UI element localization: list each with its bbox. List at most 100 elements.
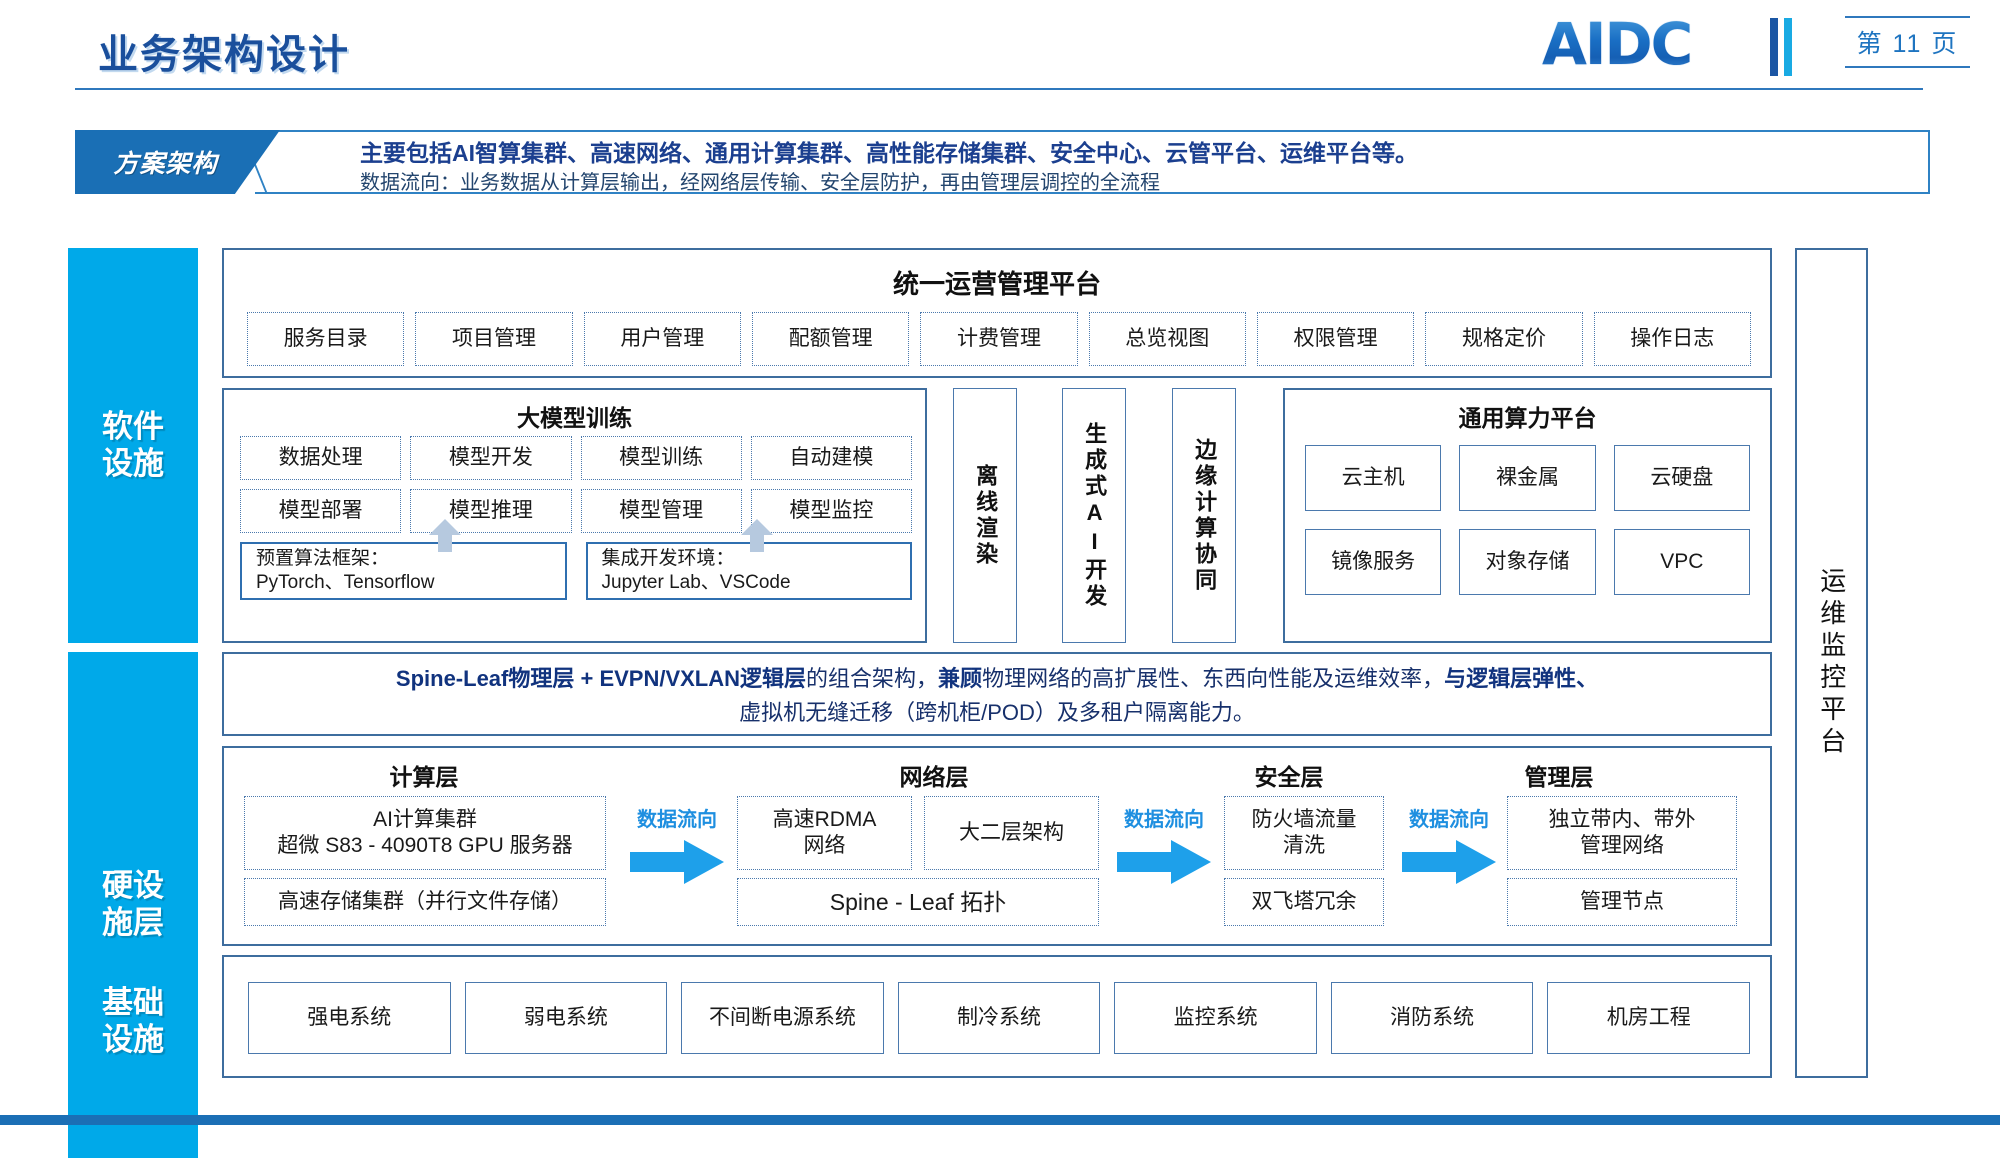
platform-module-row: 服务目录 项目管理 用户管理 配额管理 计费管理 总览视图 权限管理 规格定价 … bbox=[247, 312, 1751, 366]
flow-label-3: 数据流向 bbox=[1409, 809, 1489, 831]
hw-ai-cluster-box[interactable]: AI计算集群 超微 S83 - 4090T8 GPU 服务器 bbox=[244, 796, 606, 870]
hw-col-title-management: 管理层 bbox=[1524, 764, 1594, 790]
model-training-title: 大模型训练 bbox=[517, 405, 632, 431]
page-number-bottom-rule bbox=[1845, 66, 1970, 68]
net-line-2: 虚拟机无缝迁移（跨机柜/POD）及多租户隔离能力。 bbox=[739, 700, 1255, 726]
framework-note-line1: 预置算法框架： bbox=[256, 548, 390, 570]
banner-tag: 方案架构 bbox=[75, 130, 280, 194]
platform-module[interactable]: 配额管理 bbox=[751, 312, 910, 366]
page-number-top-rule bbox=[1845, 16, 1970, 18]
page-title: 业务架构设计 bbox=[98, 33, 350, 77]
up-arrow-icon bbox=[429, 519, 461, 552]
hw-mgmt-network-box[interactable]: 独立带内、带外 管理网络 bbox=[1507, 796, 1737, 870]
ide-note-line2: Jupyter Lab、VSCode bbox=[601, 572, 791, 593]
framework-note: 预置算法框架： PyTorch、Tensorflow bbox=[240, 542, 567, 600]
layer-label-software: 软件设施 bbox=[68, 248, 198, 643]
hw-col-title-compute: 计算层 bbox=[389, 764, 459, 790]
infra-item[interactable]: 消防系统 bbox=[1330, 982, 1534, 1054]
general-compute-grid: 云主机 裸金属 云硬盘 镜像服务 对象存储 VPC bbox=[1305, 445, 1750, 595]
general-compute-title: 通用算力平台 bbox=[1458, 405, 1597, 431]
network-summary-panel: Spine-Leaf物理层 + EVPN/VXLAN逻辑层的组合架构，兼顾物理网… bbox=[222, 652, 1772, 736]
aidc-logo: AIDC bbox=[1542, 10, 1693, 78]
logo-bar-dark-icon bbox=[1770, 18, 1778, 76]
infra-item[interactable]: 监控系统 bbox=[1114, 982, 1317, 1054]
platform-module[interactable]: 用户管理 bbox=[583, 312, 741, 366]
hw-firewall-box[interactable]: 防火墙流量 清洗 bbox=[1224, 796, 1384, 870]
flow-indicator-1: 数据流向 bbox=[622, 803, 732, 893]
service-genai-dev[interactable]: 生成式AI开发 bbox=[1062, 388, 1126, 643]
hw-mgmt-node-box[interactable]: 管理节点 bbox=[1507, 878, 1737, 926]
infrastructure-panel: 强电系统 弱电系统 不间断电源系统 制冷系统 监控系统 消防系统 机房工程 bbox=[222, 955, 1772, 1078]
infra-item[interactable]: 机房工程 bbox=[1547, 982, 1751, 1054]
unified-platform-panel: 统一运营管理平台 服务目录 项目管理 用户管理 配额管理 计费管理 总览视图 权… bbox=[222, 248, 1772, 378]
flow-label-2: 数据流向 bbox=[1124, 809, 1204, 831]
training-item[interactable]: 模型部署 bbox=[240, 489, 402, 533]
hw-spine-leaf-box[interactable]: Spine - Leaf 拓扑 bbox=[737, 878, 1099, 926]
flow-indicator-3: 数据流向 bbox=[1394, 803, 1504, 893]
compute-item[interactable]: 镜像服务 bbox=[1305, 529, 1442, 595]
compute-item[interactable]: 云硬盘 bbox=[1613, 445, 1750, 511]
general-compute-panel: 通用算力平台 云主机 裸金属 云硬盘 镜像服务 对象存储 VPC bbox=[1283, 388, 1772, 643]
flow-label-1: 数据流向 bbox=[637, 809, 717, 831]
platform-module[interactable]: 权限管理 bbox=[1256, 312, 1415, 366]
hw-storage-cluster-box[interactable]: 高速存储集群（并行文件存储） bbox=[244, 878, 606, 926]
compute-item[interactable]: 对象存储 bbox=[1459, 529, 1596, 595]
ops-monitoring-label: 运维监控平台 bbox=[1816, 567, 1847, 759]
training-item[interactable]: 自动建模 bbox=[750, 436, 912, 480]
logo-bar-light-icon bbox=[1784, 18, 1792, 76]
infra-item[interactable]: 不间断电源系统 bbox=[681, 982, 884, 1054]
layer-label-infrastructure-text: 基础设施 bbox=[102, 984, 164, 1057]
training-item[interactable]: 模型监控 bbox=[750, 489, 912, 533]
training-item[interactable]: 模型管理 bbox=[580, 489, 742, 533]
hw-rdma-box[interactable]: 高速RDMA 网络 bbox=[737, 796, 912, 870]
arrow-right-icon bbox=[1402, 840, 1496, 884]
infra-item[interactable]: 制冷系统 bbox=[897, 982, 1101, 1054]
ops-monitoring-column: 运维监控平台 bbox=[1795, 248, 1868, 1078]
hw-col-title-network: 网络层 bbox=[899, 764, 969, 790]
training-item[interactable]: 模型推理 bbox=[410, 489, 572, 533]
compute-item[interactable]: 云主机 bbox=[1305, 445, 1442, 511]
page-header: 业务架构设计 AIDC 第 11 页 bbox=[0, 0, 2000, 108]
ide-note: 集成开发环境： Jupyter Lab、VSCode bbox=[585, 542, 912, 600]
model-training-panel: 大模型训练 数据处理 模型开发 模型训练 自动建模 模型部署 模型推理 模型管理… bbox=[222, 388, 927, 643]
infra-item[interactable]: 弱电系统 bbox=[464, 982, 668, 1054]
banner-frame bbox=[255, 130, 1930, 194]
platform-module[interactable]: 计费管理 bbox=[920, 312, 1078, 366]
net-strong-1: Spine-Leaf物理层 + EVPN/VXLAN逻辑层 bbox=[395, 666, 807, 691]
platform-module[interactable]: 服务目录 bbox=[247, 312, 405, 366]
infra-item[interactable]: 强电系统 bbox=[248, 982, 451, 1054]
banner-tag-label: 方案架构 bbox=[113, 150, 218, 178]
service-edge-compute[interactable]: 边缘计算协同 bbox=[1172, 388, 1236, 643]
training-grid: 数据处理 模型开发 模型训练 自动建模 模型部署 模型推理 模型管理 模型监控 … bbox=[240, 436, 912, 600]
platform-module[interactable]: 总览视图 bbox=[1088, 312, 1246, 366]
hw-l2-fabric-box[interactable]: 大二层架构 bbox=[924, 796, 1099, 870]
platform-module[interactable]: 规格定价 bbox=[1425, 312, 1583, 366]
network-summary-text: Spine-Leaf物理层 + EVPN/VXLAN逻辑层的组合架构，兼顾物理网… bbox=[224, 654, 1770, 738]
hw-fortinet-redundancy-box[interactable]: 双飞塔冗余 bbox=[1224, 878, 1384, 926]
layer-label-infrastructure: 基础设施 bbox=[68, 965, 198, 1078]
ide-note-line1: 集成开发环境： bbox=[601, 548, 735, 570]
arrow-right-icon bbox=[1117, 840, 1211, 884]
arrow-right-icon bbox=[630, 840, 724, 884]
unified-platform-title: 统一运营管理平台 bbox=[892, 269, 1101, 299]
banner-line-1: 主要包括AI智算集群、高速网络、通用计算集群、高性能存储集群、安全中心、云管平台… bbox=[360, 140, 1418, 166]
hardware-layers-panel: 计算层 网络层 安全层 管理层 AI计算集群 超微 S83 - 4090T8 G… bbox=[222, 746, 1772, 946]
platform-module[interactable]: 项目管理 bbox=[415, 312, 573, 366]
training-item[interactable]: 模型开发 bbox=[410, 436, 572, 480]
platform-module[interactable]: 操作日志 bbox=[1593, 312, 1751, 366]
compute-item[interactable]: 裸金属 bbox=[1459, 445, 1596, 511]
page-number-block: 第 11 页 bbox=[1845, 16, 1970, 68]
layer-label-hardware: 硬设施层 bbox=[68, 652, 198, 1158]
framework-note-line2: PyTorch、Tensorflow bbox=[256, 572, 435, 593]
bottom-accent-bar bbox=[0, 1115, 2000, 1125]
banner-line-2: 数据流向：业务数据从计算层输出，经网络层传输、安全层防护，再由管理层调控的全流程 bbox=[360, 172, 1160, 194]
infrastructure-row: 强电系统 弱电系统 不间断电源系统 制冷系统 监控系统 消防系统 机房工程 bbox=[248, 982, 1751, 1054]
net-mid-2: 物理网络的高扩展性、东西向性能及运维效率， bbox=[982, 666, 1445, 691]
training-item[interactable]: 模型训练 bbox=[580, 436, 742, 480]
net-strong-3: 与逻辑层弹性、 bbox=[1444, 666, 1599, 691]
compute-item[interactable]: VPC bbox=[1613, 529, 1750, 595]
header-divider bbox=[75, 88, 1923, 90]
service-offline-render[interactable]: 离线渲染 bbox=[953, 388, 1017, 643]
page-number-label: 第 11 页 bbox=[1856, 30, 1959, 58]
training-item[interactable]: 数据处理 bbox=[240, 436, 402, 480]
